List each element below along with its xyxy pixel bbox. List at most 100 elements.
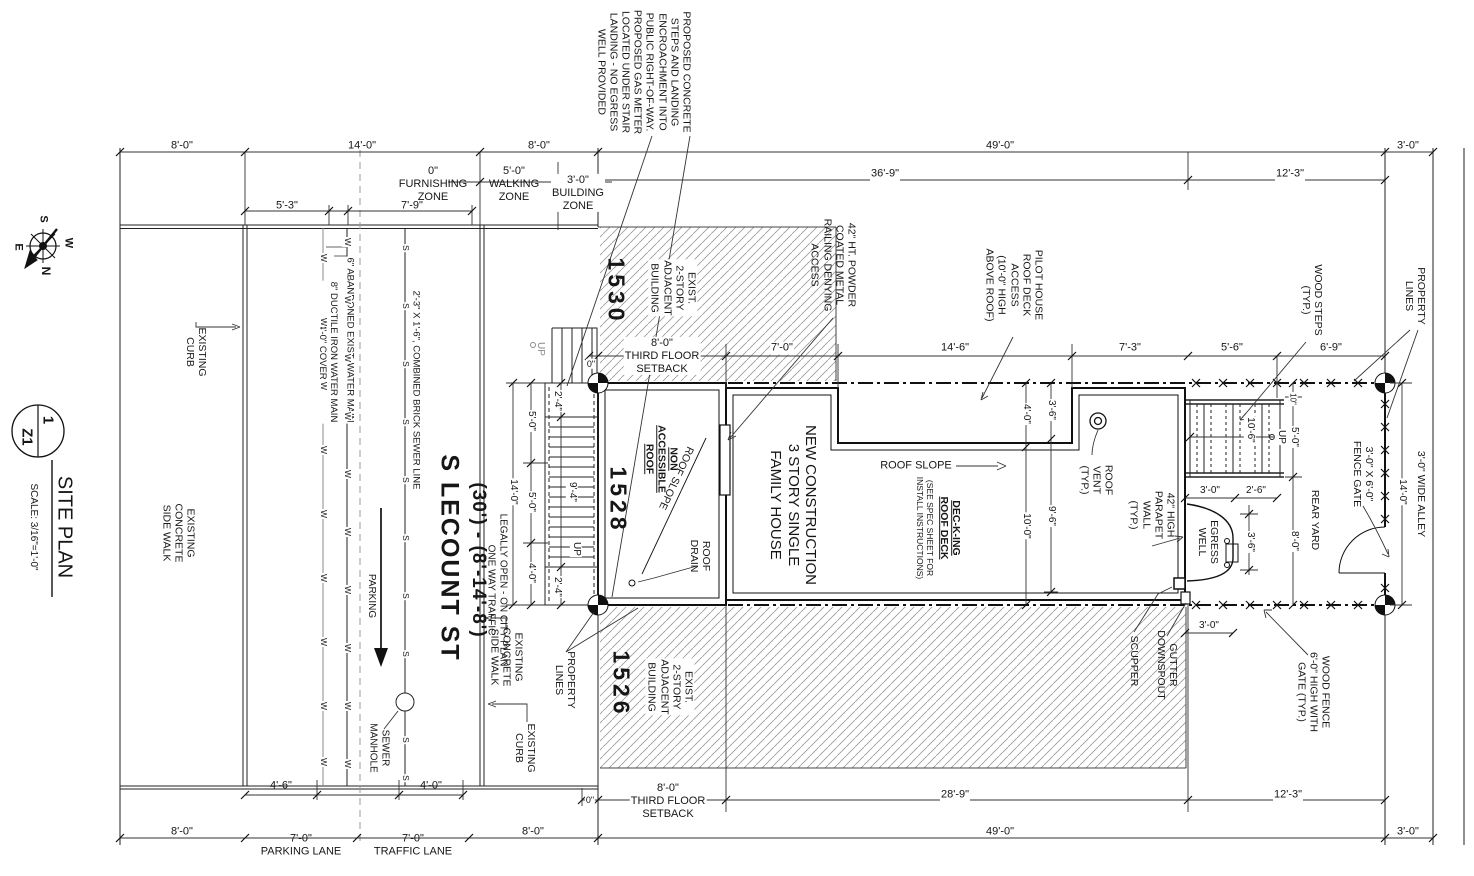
encroachment-note: PROPOSED CONCRETE STEPS AND LANDING ENCR…: [595, 9, 693, 135]
dim-49-0-top: 49'-0": [985, 139, 1015, 152]
dim-5-0-bay-upper: 5'-0": [525, 410, 537, 432]
sewer-main-symbols: S: [400, 360, 411, 368]
compass-west: W: [62, 237, 75, 249]
rear-wood-steps: [1186, 399, 1284, 478]
roof-drain-label: ROOF DRAIN: [688, 539, 713, 573]
dim-36-9: 36'-9": [869, 167, 901, 181]
sewer-main-symbols: S: [400, 650, 411, 658]
property-lines-label-sw: PROPERTY LINES: [553, 651, 578, 709]
leader-lines: [195, 135, 1419, 730]
dim-5-0-bay-mid: 5'-0": [525, 491, 537, 513]
dim-8-0-top-left: 8'-0": [171, 139, 193, 152]
dim-3-0-bottom-right: 3'-0": [1397, 825, 1419, 838]
drawing-scale: SCALE: 3/16"=1'-0": [27, 483, 39, 571]
dim-8-0-rear: 8'-0": [1288, 530, 1300, 552]
railing-note: 42" HT. POWDER COATED METAL RAILING DENY…: [808, 218, 858, 312]
egress-well-label: EGRESS WELL: [1196, 520, 1221, 564]
dim-3-0-top-right: 3'-0": [1397, 139, 1419, 152]
water-main-symbols: W: [342, 410, 353, 422]
sewer-main-symbols: S: [400, 302, 411, 310]
existing-curb-label-west: EXISTING CURB: [184, 327, 209, 377]
ductile-water-main-label: 8" DUCTILE IRON WATER MAIN 4'-0" COVER: [316, 280, 340, 424]
dim-8-0-top-mid: 8'-0": [528, 139, 550, 152]
dim-10-0-deck: 10'-0": [1020, 512, 1032, 540]
dim-14-0-bay: 14'-0": [507, 478, 519, 506]
dim-4-0-bay: 4'-0": [525, 562, 537, 584]
wood-fence-label: WOOD FENCE 6'-0" HIGH WITH GATE (TYP.): [1294, 652, 1332, 732]
up-front-stoop: UP: [534, 342, 546, 356]
north-compass-icon: [24, 228, 60, 270]
dim-3-0-egress: 3'-0": [1199, 485, 1221, 497]
dim-14-6: 14'-6": [939, 341, 971, 355]
dim-6-9: 6'-9": [1319, 341, 1343, 355]
up-rear-steps: UP: [1275, 429, 1287, 445]
egress-well-group: [1173, 503, 1239, 605]
dim-7-0: 7'-0": [770, 341, 794, 355]
dim-traffic-lane: 7'-0" TRAFFIC LANE: [373, 832, 453, 857]
dim-0-bottom: 0": [584, 794, 596, 806]
new-construction-label: NEW CONSTRUCTION 3 STORY SINGLE FAMILY H…: [767, 425, 820, 585]
abandoned-water-main-symbols: W: [318, 444, 329, 456]
third-floor-setback-top: 8'-0" THIRD FLOOR SETBACK: [623, 336, 701, 376]
dim-8-0-bottom-left: 8'-0": [171, 825, 193, 838]
water-main-symbols: W: [342, 352, 353, 364]
dim-2-4-lower: 2'-4": [551, 576, 563, 598]
compass-south: S: [37, 215, 50, 223]
dim-7-3: 7'-3": [1118, 341, 1142, 355]
dim-2-4-upper: 2'-4": [551, 390, 563, 412]
deck-spec-note: (SEE SPEC SHEET FOR INSTALL INSTRUCTIONS…: [915, 476, 935, 580]
dim-3-6-egress: 3'-6": [1244, 531, 1256, 553]
sheet-number: Z1: [18, 428, 36, 446]
street-name: S LECOUNT ST: [435, 454, 464, 662]
dim-10-6-steps: 10'-6": [1244, 416, 1256, 444]
building-1526-label: EXIST. 2-STORY ADJACENT BUILDING: [645, 658, 695, 716]
abandoned-water-main-symbols: W: [318, 508, 329, 520]
dim-5-6: 5'-6": [1220, 341, 1244, 355]
abandoned-water-main-label: 6" ABANDONED EXIST. WATER MAIN: [344, 256, 356, 424]
zone-furnishing: 0" FURNISHING ZONE: [398, 164, 468, 203]
building-1530-number: 1530: [603, 257, 630, 325]
scupper-label: SCUPPER: [1128, 635, 1141, 687]
detail-number: 1: [39, 415, 57, 425]
one-way-arrow: [374, 508, 388, 667]
water-main-symbols: W: [342, 294, 353, 306]
adjacent-building-hatch: [598, 226, 1187, 769]
water-main-symbols: W: [342, 642, 353, 654]
abandoned-water-main-symbols: W: [318, 380, 329, 392]
up-interior-stair: UP: [570, 541, 582, 557]
pilot-house-label: PILOT HOUSE ROOF DECK ACCESS (10'-0" HIG…: [983, 248, 1045, 322]
dim-49-0-bottom: 49'-0": [985, 825, 1015, 838]
dim-12-3-bottom: 12'-3": [1272, 788, 1304, 802]
compass-north: N: [38, 266, 53, 276]
brick-sewer-label: 2'-3" X 1'-6", COMBINED BRICK SEWER LINE: [410, 289, 422, 491]
dim-5-3: 5'-3": [276, 199, 298, 212]
dim-5-0-steps: 5'-0": [1288, 426, 1300, 448]
water-main-symbols: W: [342, 468, 353, 480]
rear-yard-label: REAR YARD: [1309, 489, 1322, 551]
wood-fence-marks: [1191, 378, 1390, 610]
water-main-symbols: W: [342, 700, 353, 712]
title-block-linework: [11, 404, 65, 597]
abandoned-water-main-symbols: W: [318, 316, 329, 328]
parking-label: PARKING: [365, 573, 377, 619]
property-lines: [598, 382, 1386, 606]
abandoned-water-main-symbols: W: [318, 700, 329, 712]
water-main-symbols: W: [342, 584, 353, 596]
dim-4-0-street: 4'-0": [420, 779, 442, 792]
existing-curb-label-south: EXISTING CURB: [513, 723, 538, 773]
water-main-symbols: W: [342, 758, 353, 770]
deck-ing-label: DEC-K-ING ROOF DECK: [938, 496, 963, 560]
existing-sidewalk-label-west: EXISTING CONCRETE SIDE WALK: [159, 503, 197, 563]
dim-4-6: 4'-6": [270, 779, 292, 792]
sewer-manhole-label: SEWER MANHOLE: [368, 723, 391, 773]
building-1530-label: EXIST. 2-STORY ADJACENT BUILDING: [648, 259, 698, 317]
sewer-main-symbols: S: [400, 534, 411, 542]
zone-walking: 5'-0" WALKING ZONE: [488, 164, 540, 203]
water-main-symbols: W: [342, 526, 353, 538]
property-lines-label-ne: PROPERTY LINES: [1403, 267, 1428, 325]
parapet-wall-label: 42" HIGH PARAPET WALL (TYP.): [1127, 490, 1177, 540]
compass-east: E: [12, 243, 25, 251]
property-corner-markers: [587, 372, 1396, 616]
